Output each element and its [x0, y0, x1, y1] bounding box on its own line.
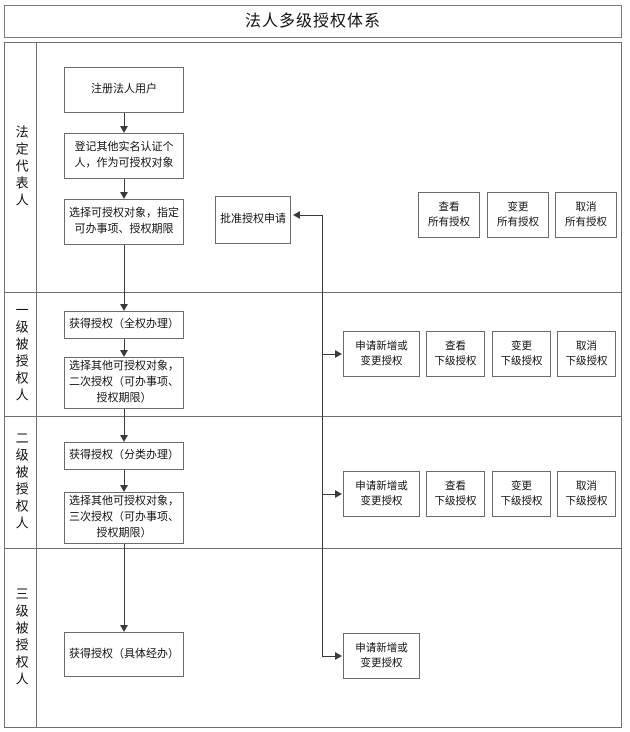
action-label-line2: 下级授权: [565, 495, 608, 507]
lane-label-legal-representative: 法定代表人: [5, 42, 36, 292]
connector-arrow: [335, 350, 342, 358]
connector-arrow: [335, 652, 342, 660]
node-tertiary-authorization[interactable]: 选择其他可授权对象，三次授权（可办事项、授权期限）: [64, 492, 184, 544]
node-approve-authorization-request[interactable]: 批准授权申请: [215, 196, 291, 244]
lane-label-level-2-grantee: 二级被授权人: [5, 416, 36, 548]
connector-trunk-line: [322, 215, 323, 656]
node-granted-categorized-authority[interactable]: 获得授权（分类办理）: [64, 442, 184, 470]
connector-arrow: [120, 126, 128, 133]
node-register-verified-individuals[interactable]: 登记其他实名认证个人，作为可授权对象: [64, 133, 184, 179]
action-label-line2: 变更授权: [360, 657, 403, 669]
connector-line: [300, 215, 323, 216]
connector-line: [124, 470, 125, 489]
action-change-sub-authorizations-l2[interactable]: 变更 下级授权: [492, 471, 551, 517]
connector-arrow: [120, 485, 128, 492]
node-select-grantee-scope[interactable]: 选择可授权对象，指定可办事项、授权期限: [64, 199, 184, 245]
action-apply-new-or-change-authorization-l2[interactable]: 申请新增或 变更授权: [343, 471, 420, 517]
connector-arrow: [120, 625, 128, 632]
action-label-line2: 变更授权: [360, 355, 403, 367]
lane-separator-1: [4, 292, 622, 293]
action-label-line1: 变更: [507, 200, 529, 213]
connector-arrow: [120, 435, 128, 442]
lane-separator-2: [4, 416, 622, 417]
lane-label-column-divider: [36, 42, 37, 728]
action-label-line1: 取消: [576, 479, 597, 492]
lane-separator-3: [4, 548, 622, 549]
connector-line: [124, 409, 125, 439]
action-label-line2: 所有授权: [497, 216, 539, 228]
action-change-all-authorizations[interactable]: 变更 所有授权: [487, 192, 549, 238]
action-change-sub-authorizations-l1[interactable]: 变更 下级授权: [492, 331, 551, 377]
connector-arrow: [120, 350, 128, 357]
connector-line: [322, 354, 335, 355]
swimlane-frame: [4, 42, 622, 728]
lane-label-level-1-grantee: 一级被授权人: [5, 292, 36, 416]
connector-line: [124, 179, 125, 196]
connector-line: [124, 544, 125, 629]
lane-label-level-3-grantee: 三级被授权人: [5, 548, 36, 728]
action-view-sub-authorizations-l1[interactable]: 查看 下级授权: [426, 331, 485, 377]
action-cancel-sub-authorizations-l1[interactable]: 取消 下级授权: [557, 331, 616, 377]
node-secondary-authorization[interactable]: 选择其他可授权对象，二次授权（可办事项、授权期限）: [64, 357, 184, 409]
connector-arrow: [120, 304, 128, 311]
connector-arrow: [335, 490, 342, 498]
action-label-line1: 查看: [438, 200, 460, 213]
connector-line: [124, 339, 125, 354]
node-granted-full-authority[interactable]: 获得授权（全权办理）: [64, 311, 184, 339]
lane-label-text: 三级被授权人: [13, 587, 29, 689]
action-apply-new-or-change-authorization-l1[interactable]: 申请新增或 变更授权: [343, 331, 420, 377]
action-view-sub-authorizations-l2[interactable]: 查看 下级授权: [426, 471, 485, 517]
lane-label-text: 法定代表人: [13, 124, 29, 210]
action-label-line2: 变更授权: [360, 495, 403, 507]
action-label-line2: 下级授权: [434, 495, 477, 507]
diagram-title-bar: 法人多级授权体系: [4, 5, 622, 38]
action-cancel-all-authorizations[interactable]: 取消 所有授权: [555, 192, 617, 238]
action-label-line2: 下级授权: [434, 355, 477, 367]
action-view-all-authorizations[interactable]: 查看 所有授权: [418, 192, 480, 238]
action-label-line1: 取消: [576, 339, 597, 352]
action-label-line2: 下级授权: [565, 355, 608, 367]
connector-arrow: [293, 211, 300, 219]
action-label-line1: 取消: [575, 200, 597, 213]
action-label-line2: 下级授权: [500, 355, 543, 367]
action-label-line1: 变更: [511, 339, 532, 352]
action-label-line1: 查看: [445, 339, 466, 352]
action-label-line1: 申请新增或: [355, 339, 408, 352]
node-register-legal-user[interactable]: 注册法人用户: [64, 67, 184, 113]
connector-line: [124, 113, 125, 130]
diagram-title: 法人多级授权体系: [244, 12, 381, 30]
action-label-line1: 申请新增或: [355, 479, 408, 492]
action-label-line2: 所有授权: [565, 216, 607, 228]
lane-label-text: 一级被授权人: [13, 303, 29, 405]
action-label-line2: 下级授权: [500, 495, 543, 507]
connector-line: [124, 245, 125, 308]
connector-line: [322, 656, 335, 657]
action-label-line1: 查看: [445, 479, 466, 492]
action-apply-new-or-change-authorization-l3[interactable]: 申请新增或 变更授权: [343, 633, 420, 679]
action-label-line1: 变更: [511, 479, 532, 492]
lane-label-text: 二级被授权人: [13, 431, 29, 533]
node-granted-specific-handling[interactable]: 获得授权（具体经办）: [64, 632, 184, 677]
action-label-line2: 所有授权: [428, 216, 470, 228]
connector-arrow: [120, 192, 128, 199]
action-label-line1: 申请新增或: [355, 641, 408, 654]
action-cancel-sub-authorizations-l2[interactable]: 取消 下级授权: [557, 471, 616, 517]
connector-line: [322, 494, 335, 495]
